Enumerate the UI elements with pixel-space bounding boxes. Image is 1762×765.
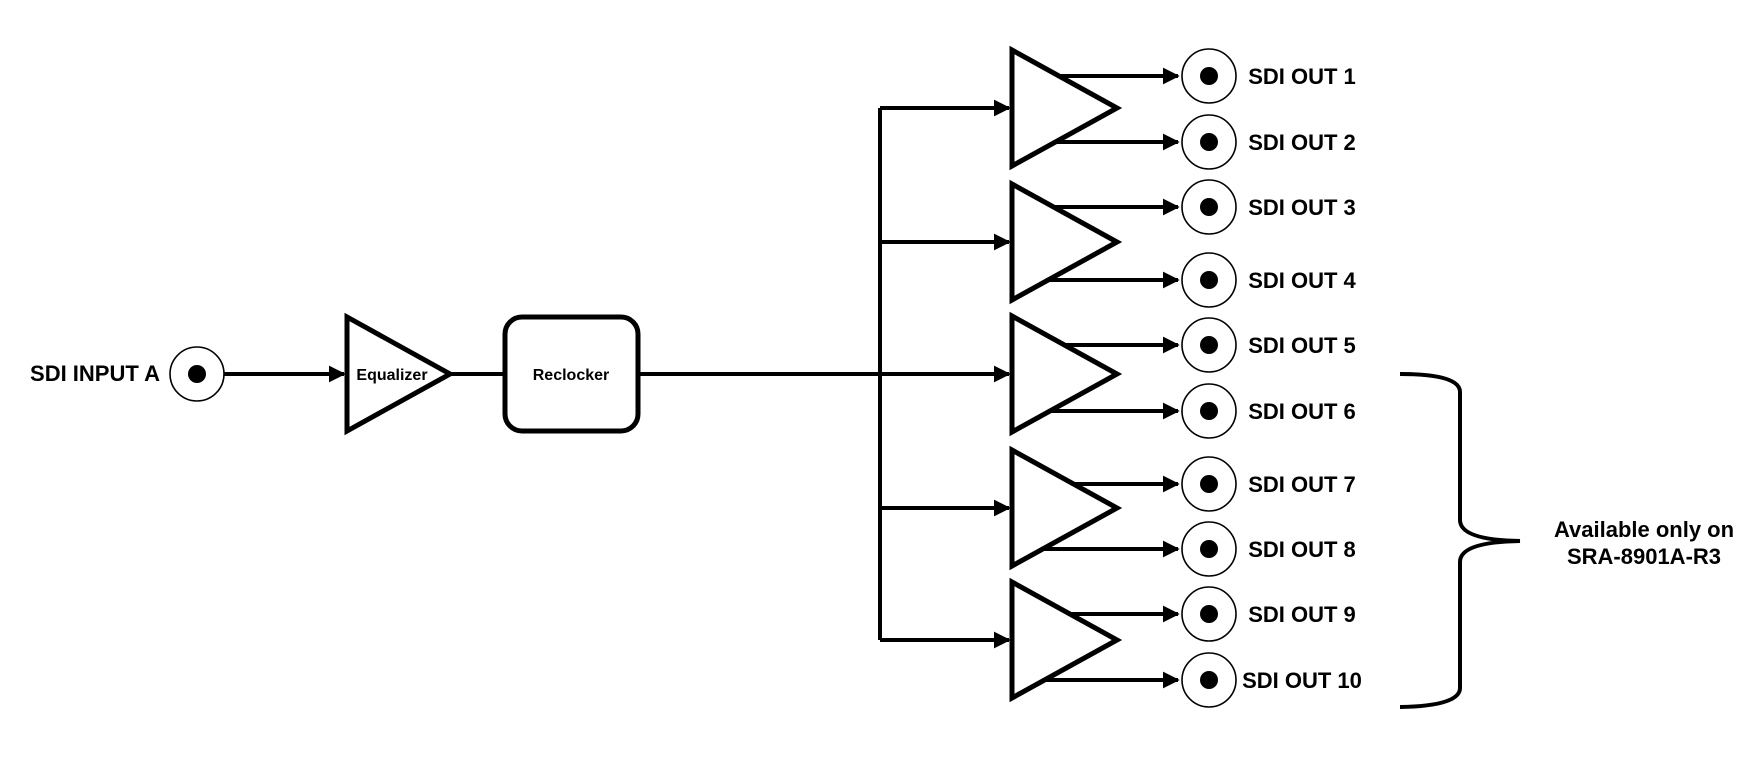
output-jack-icon (1181, 252, 1237, 308)
input-jack-icon (169, 346, 225, 402)
output-5: SDI OUT 5 (1062, 317, 1356, 373)
output-label: SDI OUT 7 (1248, 472, 1356, 497)
output-label: SDI OUT 5 (1248, 333, 1356, 358)
output-3: SDI OUT 3 (1051, 179, 1356, 235)
buffer-amplifier-5 (1009, 577, 1123, 703)
output-10: SDI OUT 10 (1042, 652, 1362, 708)
output-label: SDI OUT 2 (1248, 130, 1356, 155)
output-label: SDI OUT 3 (1248, 195, 1356, 220)
reclocker-box: Reclocker (502, 314, 641, 434)
equalizer-amplifier: Equalizer (344, 312, 456, 436)
output-jack-icon (1181, 652, 1237, 708)
output-label: SDI OUT 1 (1248, 64, 1356, 89)
output-8: SDI OUT 8 (1040, 521, 1356, 577)
output-2: SDI OUT 2 (1053, 114, 1356, 170)
curly-brace (1399, 372, 1521, 709)
note-line-2: SRA-8901A-R3 (1567, 544, 1721, 569)
output-jack-icon (1181, 456, 1237, 512)
buffer-amplifier-1 (1009, 45, 1123, 171)
reclocker-label: Reclocker (533, 367, 610, 384)
output-1: SDI OUT 1 (1057, 48, 1356, 104)
output-jack-icon (1181, 521, 1237, 577)
output-label: SDI OUT 10 (1242, 668, 1362, 693)
buffer-amplifier-3 (1009, 311, 1123, 437)
output-list: SDI OUT 1 SDI OUT 2 SDI OUT 3 SDI OUT 4 SDI … (1040, 48, 1362, 708)
output-label: SDI OUT 9 (1248, 602, 1356, 627)
output-jack-icon (1181, 114, 1237, 170)
output-label: SDI OUT 8 (1248, 537, 1356, 562)
buffer-amplifier-4 (1009, 445, 1123, 571)
output-9: SDI OUT 9 (1067, 586, 1356, 642)
output-6: SDI OUT 6 (1048, 383, 1356, 439)
buffer-amplifiers (880, 45, 1123, 703)
output-jack-icon (1181, 179, 1237, 235)
output-jack-icon (1181, 317, 1237, 373)
output-jack-icon (1181, 586, 1237, 642)
output-7: SDI OUT 7 (1071, 456, 1356, 512)
output-label: SDI OUT 6 (1248, 399, 1356, 424)
note-line-1: Available only on (1554, 517, 1734, 542)
buffer-amplifier-2 (1009, 179, 1123, 305)
output-4: SDI OUT 4 (1046, 252, 1357, 308)
output-jack-icon (1181, 383, 1237, 439)
equalizer-label: Equalizer (356, 367, 427, 384)
input-label: SDI INPUT A (30, 361, 160, 386)
output-label: SDI OUT 4 (1248, 268, 1356, 293)
output-jack-icon (1181, 48, 1237, 104)
